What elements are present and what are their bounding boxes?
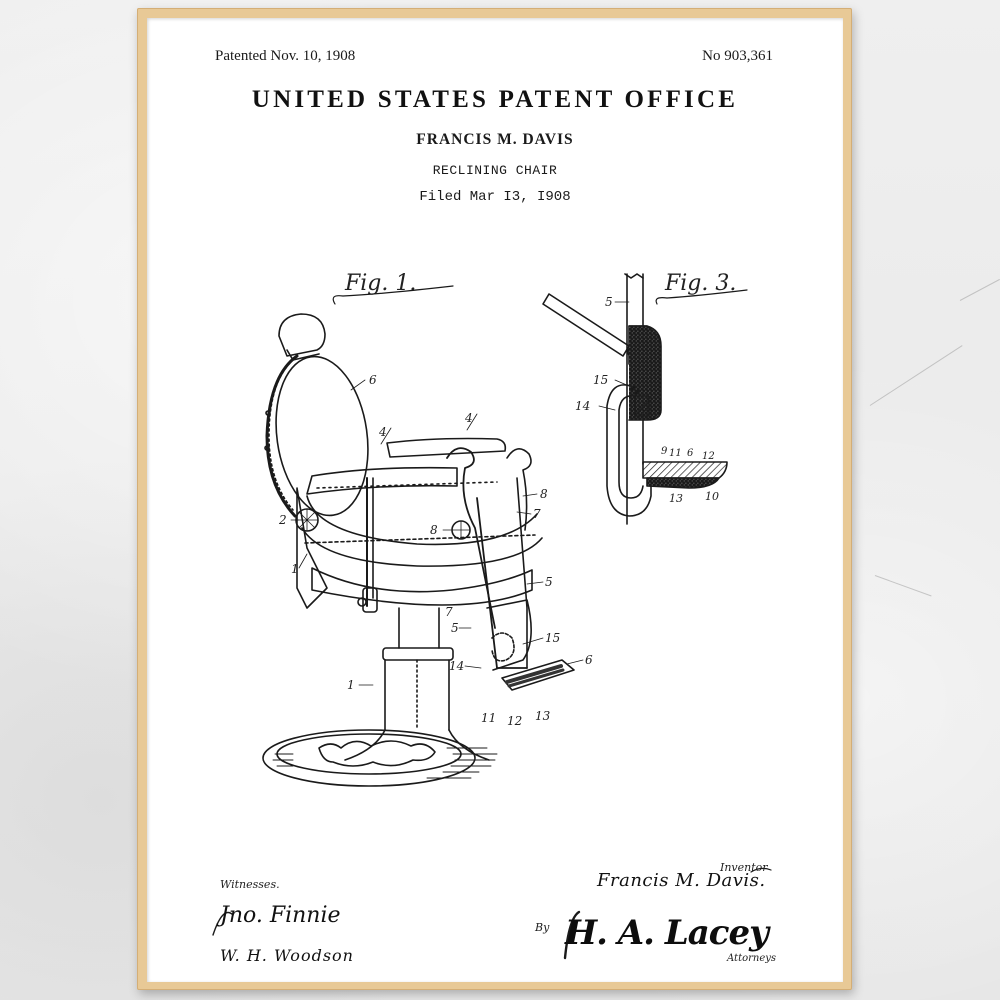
svg-text:6: 6 — [687, 448, 694, 459]
svg-text:4: 4 — [464, 411, 473, 425]
inventor-name: FRANCIS M. DAVIS — [416, 131, 574, 148]
by-caption: By — [535, 921, 550, 934]
svg-text:7: 7 — [533, 507, 541, 521]
svg-text:2: 2 — [278, 513, 287, 527]
svg-text:13: 13 — [535, 709, 551, 723]
svg-text:9: 9 — [661, 446, 668, 457]
witness-signature-1: Jno. Finnie — [220, 903, 341, 928]
svg-text:12: 12 — [507, 714, 522, 728]
svg-text:13: 13 — [669, 492, 683, 505]
svg-text:11: 11 — [481, 711, 496, 725]
patented-date: Patented Nov. 10, 1908 — [215, 48, 356, 64]
svg-text:15: 15 — [545, 631, 560, 645]
inventor-caption: Inventor — [720, 861, 768, 874]
svg-text:5: 5 — [545, 575, 553, 589]
svg-text:10: 10 — [705, 490, 719, 503]
attorney-signature: H. A. Lacey — [565, 913, 769, 953]
patent-drawing: 6 4 4 8 7 2 8 1 5 7 5 15 14 6 1 11 12 13 — [212, 273, 772, 960]
attorneys-caption: Attorneys — [727, 953, 777, 964]
figure-3-label: Fig. 3. — [665, 271, 737, 296]
filed-date: Filed Mar I3, I908 — [419, 189, 571, 205]
wall-texture — [869, 345, 963, 406]
inventor-signature: Francis M. Davis. — [597, 870, 766, 891]
svg-text:1: 1 — [291, 562, 299, 576]
svg-text:14: 14 — [449, 659, 464, 673]
svg-text:14: 14 — [575, 399, 590, 413]
figure-3-section: 5 15 14 9 11 6 12 13 10 — [542, 273, 728, 525]
svg-text:7: 7 — [445, 605, 453, 619]
svg-text:11: 11 — [669, 448, 682, 459]
wall-texture — [959, 278, 1000, 301]
svg-text:1: 1 — [347, 678, 355, 692]
poster-frame: Patented Nov. 10, 1908 No 903,361 UNITED… — [137, 8, 852, 990]
svg-text:4: 4 — [378, 425, 387, 439]
patent-poster: Patented Nov. 10, 1908 No 903,361 UNITED… — [147, 18, 843, 982]
svg-text:6: 6 — [369, 373, 377, 387]
svg-text:6: 6 — [585, 653, 593, 667]
svg-text:12: 12 — [702, 451, 715, 462]
svg-text:15: 15 — [593, 373, 608, 387]
patent-office-heading: UNITED STATES PATENT OFFICE — [251, 86, 739, 113]
witnesses-caption: Witnesses. — [220, 878, 280, 891]
svg-text:8: 8 — [540, 487, 548, 501]
patent-number: No 903,361 — [702, 48, 773, 64]
svg-text:8: 8 — [430, 523, 438, 537]
svg-text:5: 5 — [605, 295, 613, 309]
witness-signature-2: W. H. Woodson — [220, 946, 354, 965]
svg-text:5: 5 — [451, 621, 459, 635]
figure-1-label: Fig. 1. — [345, 271, 417, 296]
figure-1-chair: 6 4 4 8 7 2 8 1 5 7 5 15 14 6 1 11 12 13 — [262, 313, 593, 787]
invention-title: RECLINING CHAIR — [432, 163, 558, 178]
wall-texture — [874, 575, 932, 597]
